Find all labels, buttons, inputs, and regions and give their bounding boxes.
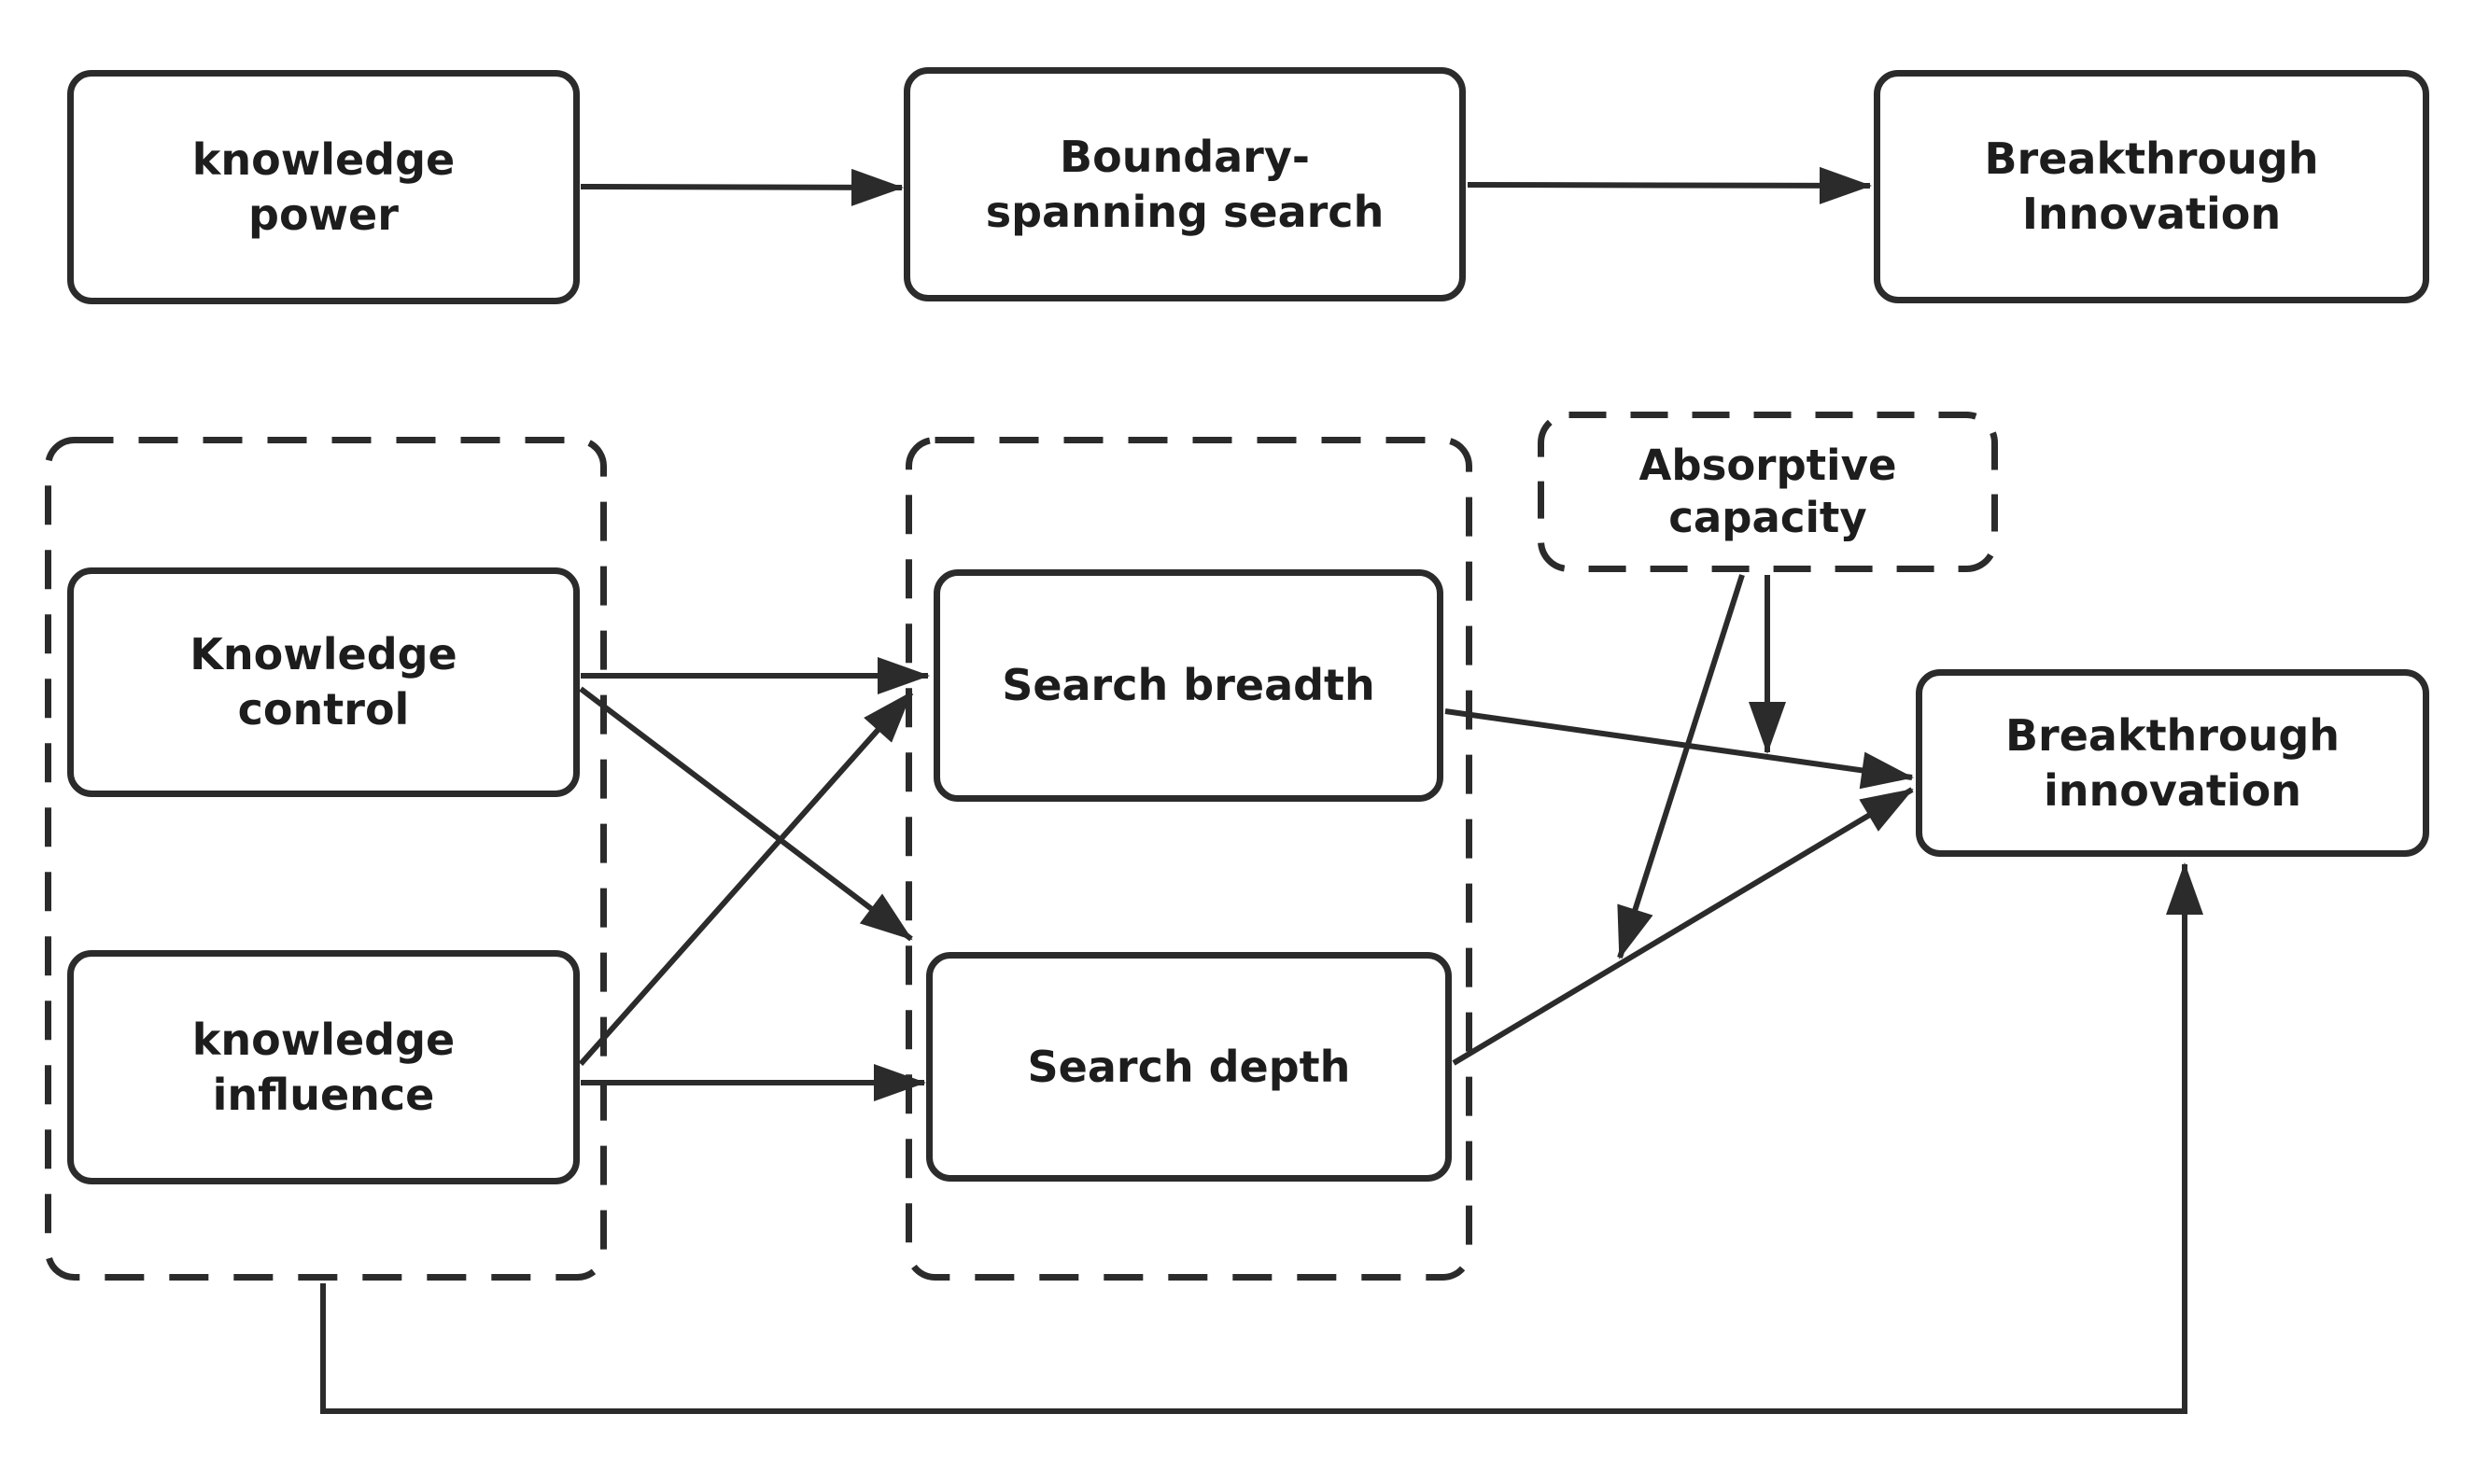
box-search-depth-label: Search depth [1027, 1041, 1351, 1092]
search-dimensions-group-box [906, 437, 1472, 1281]
box-search-depth: Search depth [926, 952, 1452, 1182]
box-boundary-spanning-search-label: Boundary-spanning search [985, 131, 1385, 237]
box-knowledge-influence-label: knowledge influence [191, 1014, 456, 1120]
box-breakthrough-innovation-bottom: Breakthrough innovation [1916, 669, 2429, 857]
arrow-knowledge-influence-to-search-breadth [578, 691, 914, 1066]
absorptive-capacity-dashed-box [1538, 412, 1998, 572]
box-knowledge-control-label: Knowledge control [190, 629, 457, 735]
box-knowledge-influence: knowledge influence [67, 950, 580, 1184]
box-knowledge-control: Knowledge control [67, 567, 580, 797]
box-absorptive-capacity: Absorptive capacity [1538, 412, 1998, 572]
box-breakthrough-innovation-top: Breakthrough Innovation [1874, 70, 2429, 303]
arrow-boundary-spanning-search-to-breakthrough-innovation [1467, 166, 1872, 204]
knowledge-power-dimensions-group-box [45, 437, 607, 1281]
arrow-feedback-group-to-breakthrough-innovation [320, 862, 2203, 1414]
arrow-search-breadth-to-breakthrough-innovation [1444, 708, 1914, 790]
box-knowledge-power: knowledge power [67, 70, 580, 304]
box-knowledge-power-label: knowledge power [191, 133, 456, 240]
arrow-search-depth-to-breakthrough-innovation [1452, 787, 1914, 1066]
arrow-knowledge-power-to-boundary-spanning-search [580, 168, 904, 206]
box-search-breadth: Search breadth [934, 569, 1443, 802]
arrow-absorptive-capacity-to-depth-path [1617, 574, 1745, 959]
box-boundary-spanning-search: Boundary-spanning search [904, 67, 1466, 301]
box-breakthrough-innovation-top-label: Breakthrough Innovation [1984, 133, 2319, 239]
box-absorptive-capacity-label: Absorptive capacity [1638, 440, 1897, 542]
box-search-breadth-label: Search breadth [1002, 660, 1375, 711]
box-breakthrough-innovation-bottom-label: Breakthrough innovation [2004, 709, 2341, 816]
arrow-knowledge-control-to-search-depth [579, 686, 913, 942]
